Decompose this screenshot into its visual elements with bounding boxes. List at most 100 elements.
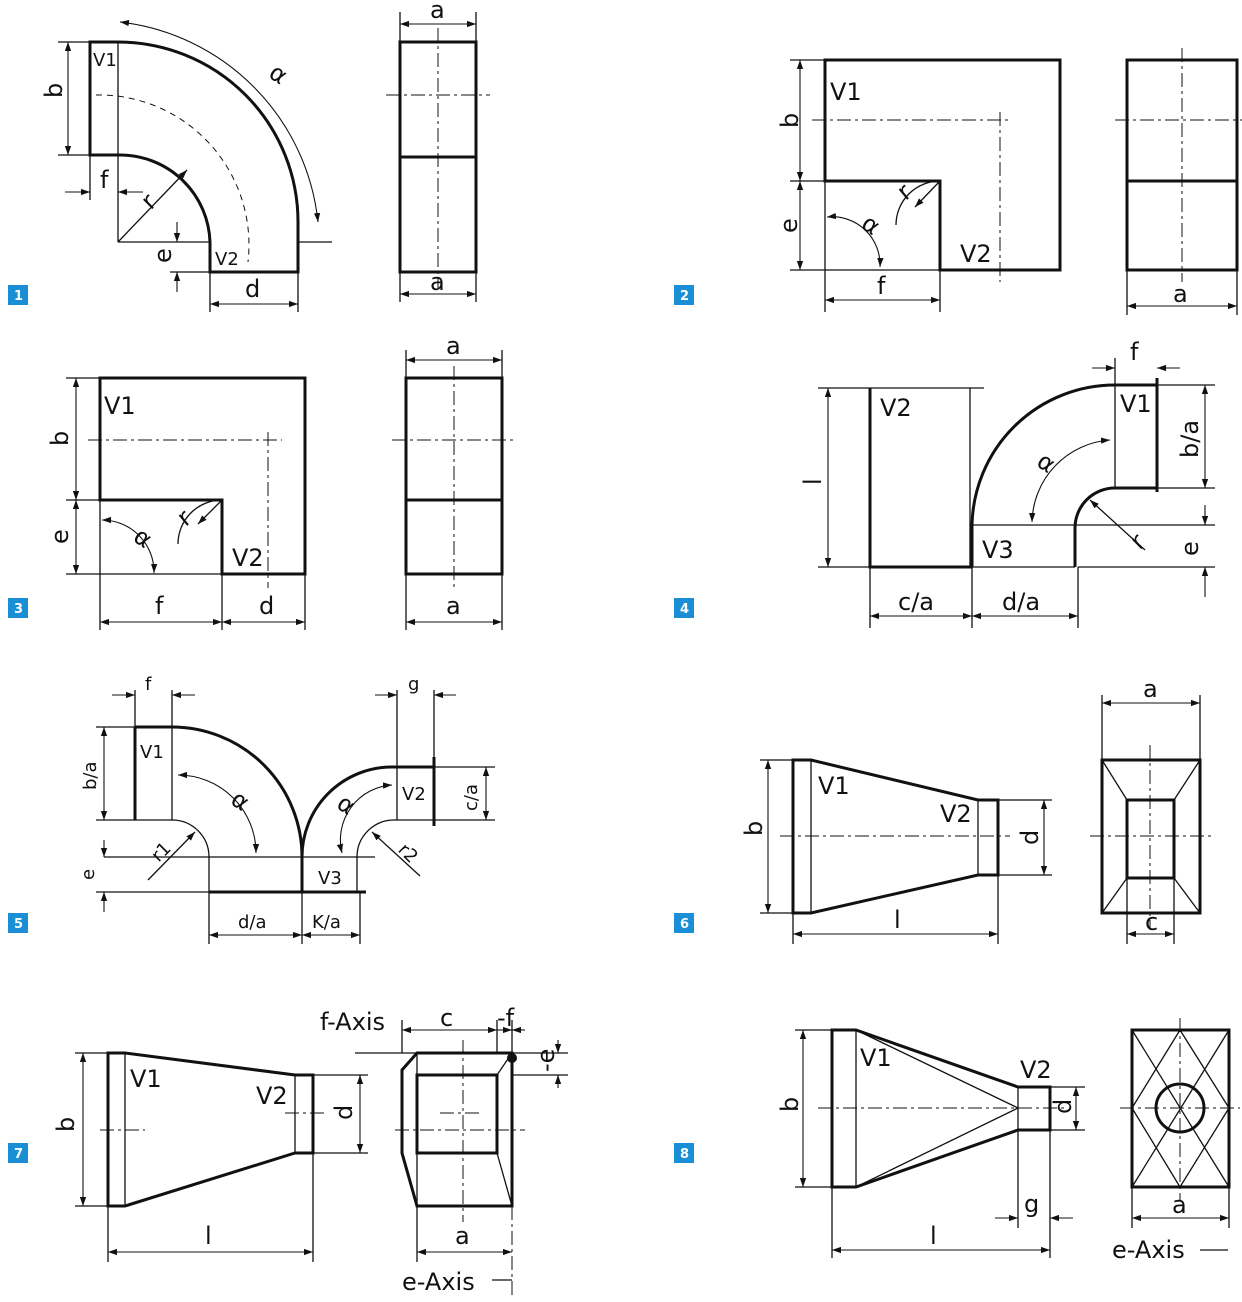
fig5-label-b-a: b/a	[80, 761, 101, 790]
fig7-label-e-axis: e-Axis	[402, 1268, 475, 1296]
fig8-label-g: g	[1024, 1190, 1039, 1218]
fig3-label-f: f	[155, 592, 164, 620]
fig6-label-v1: V1	[818, 772, 850, 800]
fig5-label-k-a: K/a	[312, 912, 341, 933]
fig3-label-b: b	[46, 431, 74, 446]
fig5-label-g: g	[408, 674, 419, 695]
figure-4-number: 4	[680, 602, 689, 617]
fig2-label-v1: V1	[830, 78, 862, 106]
fig6-label-b: b	[740, 821, 768, 836]
fig5-label-r1: r1	[147, 838, 175, 866]
fig3-label-alpha: α	[128, 522, 157, 554]
figure-7-offset-reducer: V1 V2 b d l f-Axis c -f -e a	[8, 1004, 568, 1297]
fig5-label-r2: r2	[394, 839, 422, 867]
fig3-label-v2: V2	[232, 544, 264, 572]
fig1-label-f: f	[100, 166, 109, 194]
fig5-label-alpha-1: α	[226, 785, 255, 817]
figure-6-badge	[674, 913, 694, 933]
fig3-label-r: r	[171, 504, 197, 532]
fig1-label-e: e	[149, 248, 177, 263]
fig4-label-l: l	[799, 478, 827, 485]
fig5-label-c-a: c/a	[461, 784, 482, 811]
fig6-label-d: d	[1016, 830, 1044, 845]
figure-1-number: 1	[14, 289, 23, 304]
fig5-label-v1: V1	[140, 742, 164, 763]
fig3-side-label-a-top: a	[446, 332, 461, 360]
fig8-label-l: l	[930, 1222, 937, 1250]
fig6-side-label-c: c	[1145, 908, 1158, 936]
fig4-label-r: r	[1124, 528, 1151, 555]
figure-8-number: 8	[680, 1147, 689, 1162]
fig7-label-f-axis: f-Axis	[320, 1008, 385, 1036]
figure-4-branch-bend: V2 V1 V3 l c/a d/a f b/a e r α 4	[674, 338, 1215, 628]
fig2-label-e: e	[775, 218, 803, 233]
fig4-label-c-a: c/a	[898, 588, 934, 616]
fig7-label-v2: V2	[256, 1082, 288, 1110]
figure-5-badge	[8, 913, 28, 933]
figure-6-number: 6	[680, 917, 689, 932]
fig7-label-v1: V1	[130, 1065, 162, 1093]
figure-7-number: 7	[14, 1147, 23, 1162]
fig4-label-alpha: α	[1032, 447, 1061, 479]
fig4-label-d-a: d/a	[1002, 588, 1040, 616]
figure-1-badge	[8, 285, 28, 305]
figure-4-badge	[674, 598, 694, 618]
fig7-label-c: c	[440, 1004, 453, 1032]
fig7-label-neg-f: -f	[497, 1004, 515, 1032]
fig2-label-v2: V2	[960, 240, 992, 268]
fig7-label-neg-e: -e	[532, 1049, 560, 1072]
fig5-label-d-a: d/a	[238, 912, 267, 933]
fig2-side-label-a: a	[1173, 280, 1188, 308]
fig7-label-a: a	[455, 1222, 470, 1250]
fig4-label-v3: V3	[982, 536, 1014, 564]
fig1-label-d: d	[245, 275, 260, 303]
fig7-label-d: d	[330, 1105, 358, 1120]
fig7-origin-dot	[507, 1053, 517, 1063]
figure-6-reducer: V1 V2 b d l a c 6	[674, 675, 1212, 944]
fig4-label-e: e	[1176, 541, 1204, 556]
fig5-label-v3: V3	[318, 868, 342, 889]
figure-5-number: 5	[14, 917, 23, 932]
fig4-label-b-a: b/a	[1176, 420, 1204, 458]
fig5-label-f: f	[145, 674, 152, 695]
fig7-label-b: b	[52, 1117, 80, 1132]
figure-8-badge	[674, 1143, 694, 1163]
fig4-label-v1: V1	[1120, 390, 1152, 418]
fig1-label-v1: V1	[93, 50, 117, 71]
fig1-label-alpha: α	[264, 58, 293, 90]
fig3-label-d: d	[259, 592, 274, 620]
fig6-label-l: l	[894, 906, 901, 934]
fig5-label-alpha-2: α	[332, 789, 361, 821]
fig3-label-v1: V1	[104, 392, 136, 420]
fig2-label-f: f	[877, 272, 886, 300]
fig8-label-b: b	[776, 1097, 804, 1112]
fig5-label-v2: V2	[402, 784, 426, 805]
fig3-side-label-a-bottom: a	[446, 592, 461, 620]
fig8-label-v1: V1	[860, 1044, 892, 1072]
fig1-label-b: b	[40, 83, 68, 98]
fig5-label-e: e	[78, 869, 99, 880]
fig1-side-label-a-bottom: a	[430, 268, 445, 296]
figure-3-number: 3	[14, 602, 23, 617]
fig1-label-v2: V2	[215, 249, 239, 270]
figure-2-number: 2	[680, 289, 689, 304]
figure-2-mitred-bend: V1 V2 b e f r α a 2	[674, 48, 1242, 315]
figure-3-mitred-bend: V1 V2 b e f d r α a a 3	[8, 332, 516, 630]
figure-3-badge	[8, 598, 28, 618]
fig8-label-e-axis: e-Axis	[1112, 1236, 1185, 1264]
fig3-label-e: e	[46, 529, 74, 544]
fig4-label-v2: V2	[880, 394, 912, 422]
fig2-label-b: b	[776, 113, 804, 128]
figure-2-badge	[674, 285, 694, 305]
figure-8-rect-to-round: V1 V2 b d g l a e-Axis 8	[674, 1018, 1240, 1264]
fig6-label-v2: V2	[940, 800, 972, 828]
fig8-label-v2: V2	[1020, 1056, 1052, 1084]
fig6-side-label-a: a	[1143, 675, 1158, 703]
figure-1-radius-bend: V1 V2 b f r e d α a a 1	[8, 0, 490, 312]
fig8-side-label-a: a	[1172, 1191, 1187, 1219]
fig4-label-f: f	[1130, 338, 1139, 366]
figure-5-double-branch: V1 V2 V3 f g b/a e c/a d/a K/a r1 r2 α α…	[8, 674, 495, 944]
figure-7-badge	[8, 1143, 28, 1163]
